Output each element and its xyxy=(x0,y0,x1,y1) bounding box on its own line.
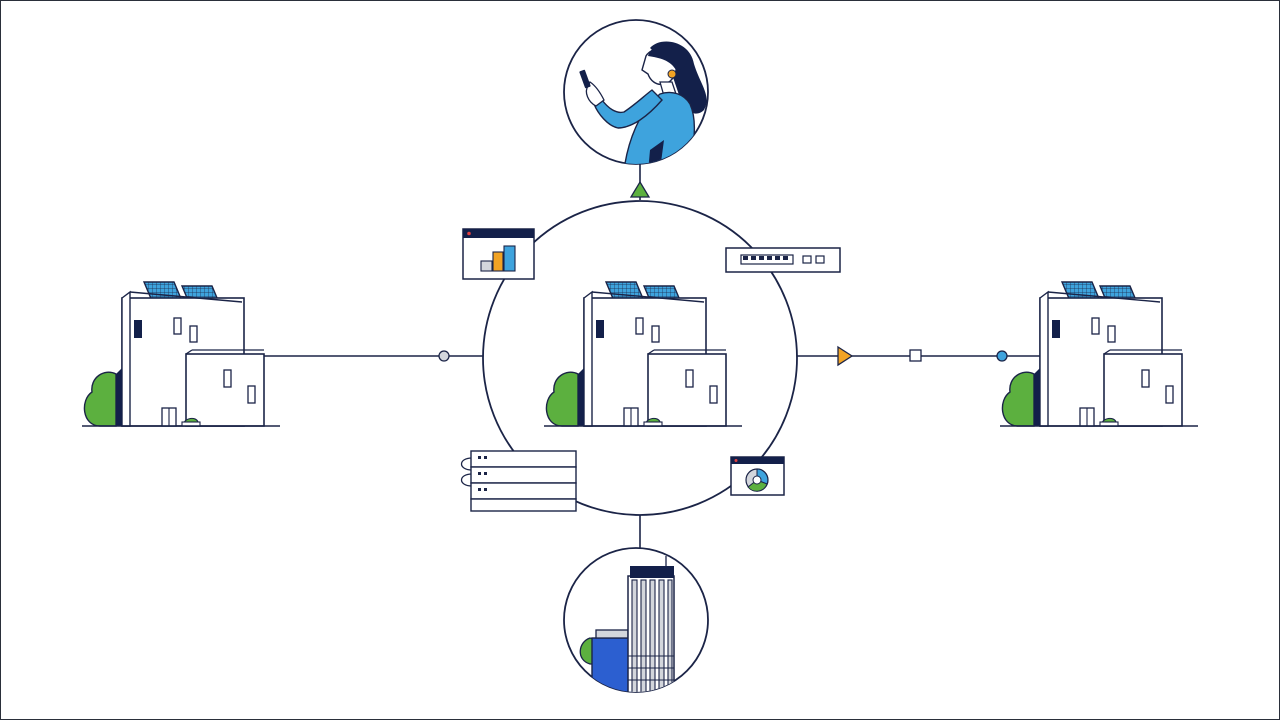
pie-chart-window-icon[interactable] xyxy=(730,456,785,496)
orange-triangle-marker xyxy=(837,345,854,367)
grey-dot-marker xyxy=(438,350,450,362)
right-house-node[interactable] xyxy=(999,281,1199,427)
white-square-marker xyxy=(909,349,922,362)
person-node[interactable] xyxy=(563,19,709,172)
network-switch-icon[interactable] xyxy=(725,247,841,273)
server-rack-icon[interactable] xyxy=(460,450,577,512)
green-triangle-marker xyxy=(629,180,651,198)
left-house-node[interactable] xyxy=(81,281,281,427)
blue-dot-marker xyxy=(996,350,1008,362)
office-tower-node[interactable] xyxy=(563,547,709,698)
bar-chart-window-icon[interactable] xyxy=(462,228,535,280)
